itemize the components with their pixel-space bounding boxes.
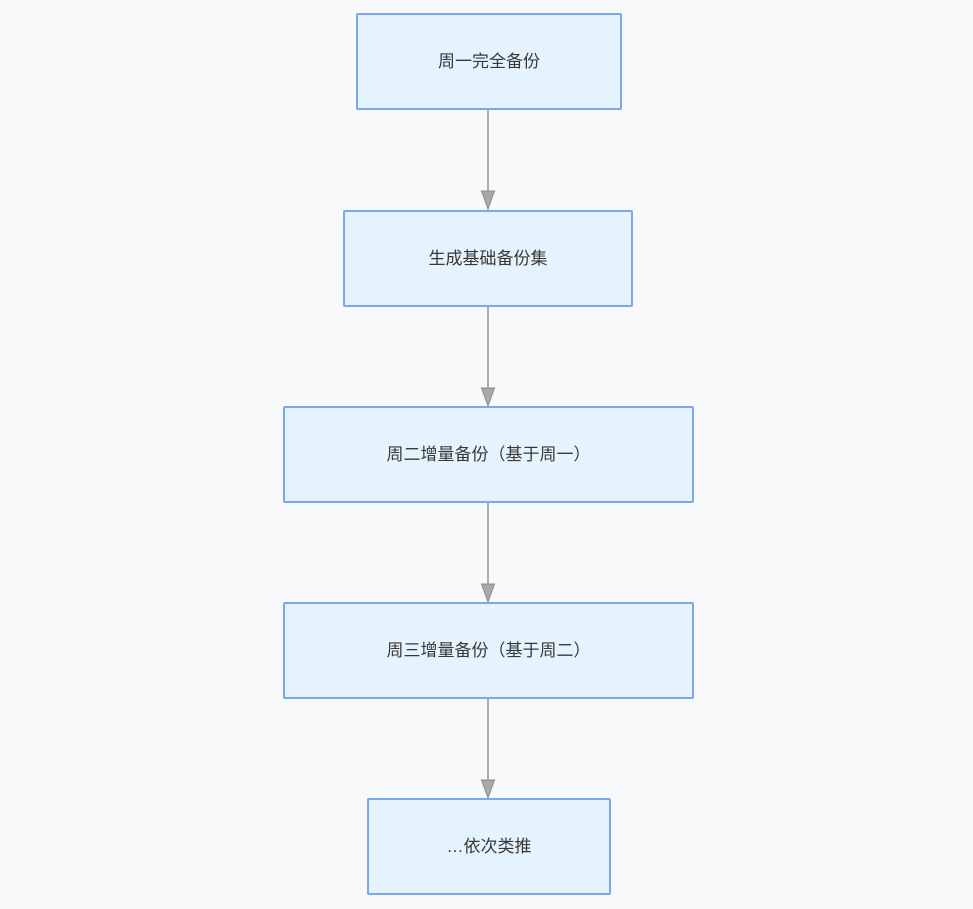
node-label: 周一完全备份	[438, 51, 540, 71]
arrow-down-icon	[480, 699, 496, 799]
arrow-down-icon	[480, 110, 496, 210]
flow-node-wednesday-incremental-backup: 周三增量备份（基于周二）	[283, 602, 694, 699]
arrow-down-icon	[480, 503, 496, 603]
flow-node-generate-base-backup-set: 生成基础备份集	[343, 210, 633, 307]
arrow-down-icon	[480, 307, 496, 407]
node-label: 周二增量备份（基于周一）	[386, 444, 591, 464]
flow-node-tuesday-incremental-backup: 周二增量备份（基于周一）	[283, 406, 694, 503]
flow-node-and-so-on: …依次类推	[367, 798, 611, 895]
flow-node-monday-full-backup: 周一完全备份	[356, 13, 622, 110]
node-label: …依次类推	[446, 836, 532, 856]
node-label: 周三增量备份（基于周二）	[386, 640, 591, 660]
node-label: 生成基础备份集	[428, 248, 548, 268]
